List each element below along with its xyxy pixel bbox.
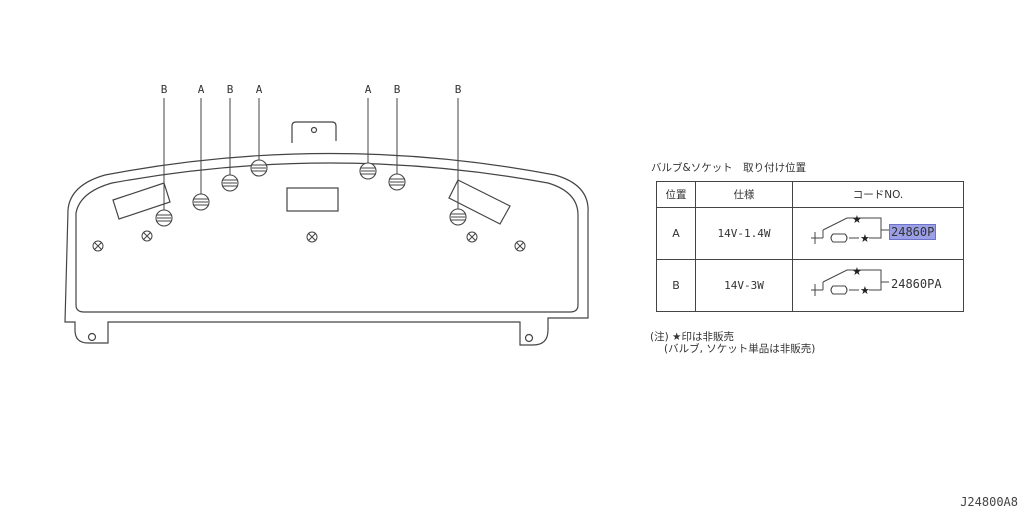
screw [466,231,478,243]
bulb-socket-a [250,159,268,177]
screw [141,230,153,242]
callout-label: A [197,83,205,96]
table-header-row: 位置 仕様 コードNO. [656,181,964,208]
note-line-2: (バルブ, ソケット単品は非販売) [664,343,816,355]
screw [306,231,318,243]
bulb-socket-a [359,162,377,180]
cell-position: B [656,259,696,312]
bulb-socket-b [449,208,467,226]
screw [514,240,526,252]
header-position: 位置 [656,181,696,208]
star-icon: ★ [860,232,870,245]
callout-label: B [454,83,462,96]
bulb-socket-b [155,209,173,227]
cell-spec: 14V-3W [695,259,793,312]
table-title: バルブ&ソケット 取り付け位置 [651,162,807,174]
mount-hole-right [524,333,534,343]
cluster-inner-outline [75,162,579,313]
bulb-socket-b [388,173,406,191]
header-code: コードNO. [792,181,964,208]
bulb-socket-table: 位置 仕様 コードNO. A 14V-1.4W ★ ★ [656,181,964,312]
code-value: 24860PA [891,277,942,291]
callout-label: B [393,83,401,96]
bulb-socket-icon: ★ ★ [811,265,889,297]
cell-code: ★ ★ 24860P [792,207,964,260]
cluster-outer-housing [64,152,589,346]
table-row: A 14V-1.4W ★ ★ 24860P [656,207,964,260]
star-icon: ★ [852,265,862,278]
callout-label: B [160,83,168,96]
callout-label: A [255,83,263,96]
bulb-socket-a [192,193,210,211]
screw [92,240,104,252]
mount-hole-left [87,332,97,342]
drawing-id: J24800A8 [960,495,1018,509]
code-value-highlighted[interactable]: 24860P [888,224,937,240]
gauge-window-center [286,187,339,212]
star-icon: ★ [860,284,870,297]
table-row: B 14V-3W ★ ★ 24860PA [656,259,964,312]
callout-label: B [226,83,234,96]
cell-position: A [656,207,696,260]
bulb-socket-icon: ★ ★ [811,213,889,245]
gauge-window-right [448,179,511,225]
callout-label: A [364,83,372,96]
bulb-socket-b [221,174,239,192]
cell-code: ★ ★ 24860PA [792,259,964,312]
gauge-window-left [112,182,171,220]
note-line-1: (注) ★印は非販売 [650,331,734,343]
star-icon: ★ [852,213,862,226]
cell-spec: 14V-1.4W [695,207,793,260]
cluster-top-tab [291,121,337,143]
header-spec: 仕様 [695,181,793,208]
